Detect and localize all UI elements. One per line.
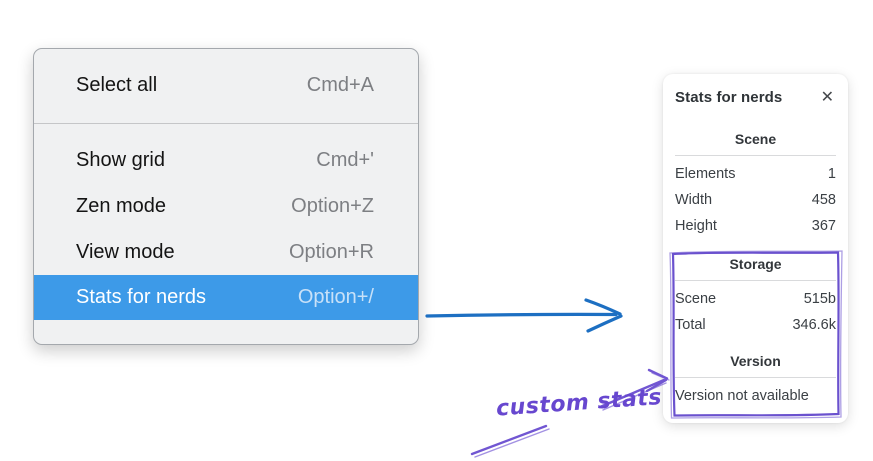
context-menu: Select all Cmd+A Show grid Cmd+' Zen mod… (33, 48, 419, 345)
menu-item-show-grid[interactable]: Show grid Cmd+' (34, 137, 418, 183)
menu-item-select-all[interactable]: Select all Cmd+A (34, 62, 418, 108)
menu-item-shortcut: Option+R (288, 240, 374, 263)
stat-label: Elements (675, 166, 736, 182)
stat-label: Width (675, 192, 713, 208)
menu-item-zen-mode[interactable]: Zen mode Option+Z (34, 183, 418, 229)
menu-item-label: Select all (76, 73, 158, 96)
section-heading-version: Version (730, 353, 781, 369)
menu-item-label: View mode (76, 240, 175, 263)
version-note: Version not available (675, 388, 809, 404)
stats-panel-title: Stats for nerds (675, 88, 783, 106)
menu-item-label: Stats for nerds (76, 286, 207, 308)
stats-panel: Stats for nerds ✕ Scene Elements 1 Width… (663, 74, 848, 423)
stat-label: Height (675, 218, 717, 234)
custom-stats-label: custom stats (495, 385, 663, 422)
menu-item-stats-for-nerds[interactable]: Stats for nerds Option+/ (34, 275, 418, 320)
section-heading-scene: Scene (734, 131, 777, 147)
storage-rows: Scene 515b Total 346.6k (675, 286, 836, 338)
stat-value: 367 (811, 218, 836, 234)
stat-row-width: Width 458 (675, 187, 836, 213)
section-divider (675, 377, 836, 378)
menu-item-view-mode[interactable]: View mode Option+R (34, 229, 418, 275)
stat-label: Total (675, 317, 706, 333)
menu-item-label: Show grid (76, 148, 165, 171)
stat-value: 346.6k (792, 317, 836, 333)
section-divider (675, 155, 836, 156)
pointer-arrow (425, 298, 623, 333)
stat-row-elements: Elements 1 (675, 161, 836, 187)
section-divider (675, 280, 836, 281)
stat-row-height: Height 367 (675, 213, 836, 239)
stat-row-scene-size: Scene 515b (675, 286, 836, 312)
section-heading-storage: Storage (729, 256, 782, 272)
menu-divider (34, 123, 418, 124)
stat-row-total-size: Total 346.6k (675, 312, 836, 338)
menu-item-shortcut: Option+/ (297, 286, 374, 308)
menu-item-shortcut: Cmd+A (306, 73, 374, 96)
menu-item-label: Zen mode (76, 194, 167, 217)
menu-item-shortcut: Option+Z (291, 194, 374, 217)
close-icon[interactable]: ✕ (820, 87, 834, 106)
stat-value: 515b (803, 291, 836, 307)
stat-value: 458 (811, 192, 836, 208)
stats-panel-header: Stats for nerds ✕ (675, 87, 836, 107)
scene-rows: Elements 1 Width 458 Height 367 (675, 161, 836, 239)
menu-item-shortcut: Cmd+' (316, 148, 374, 171)
stat-value: 1 (827, 166, 836, 182)
stat-label: Scene (675, 291, 717, 307)
